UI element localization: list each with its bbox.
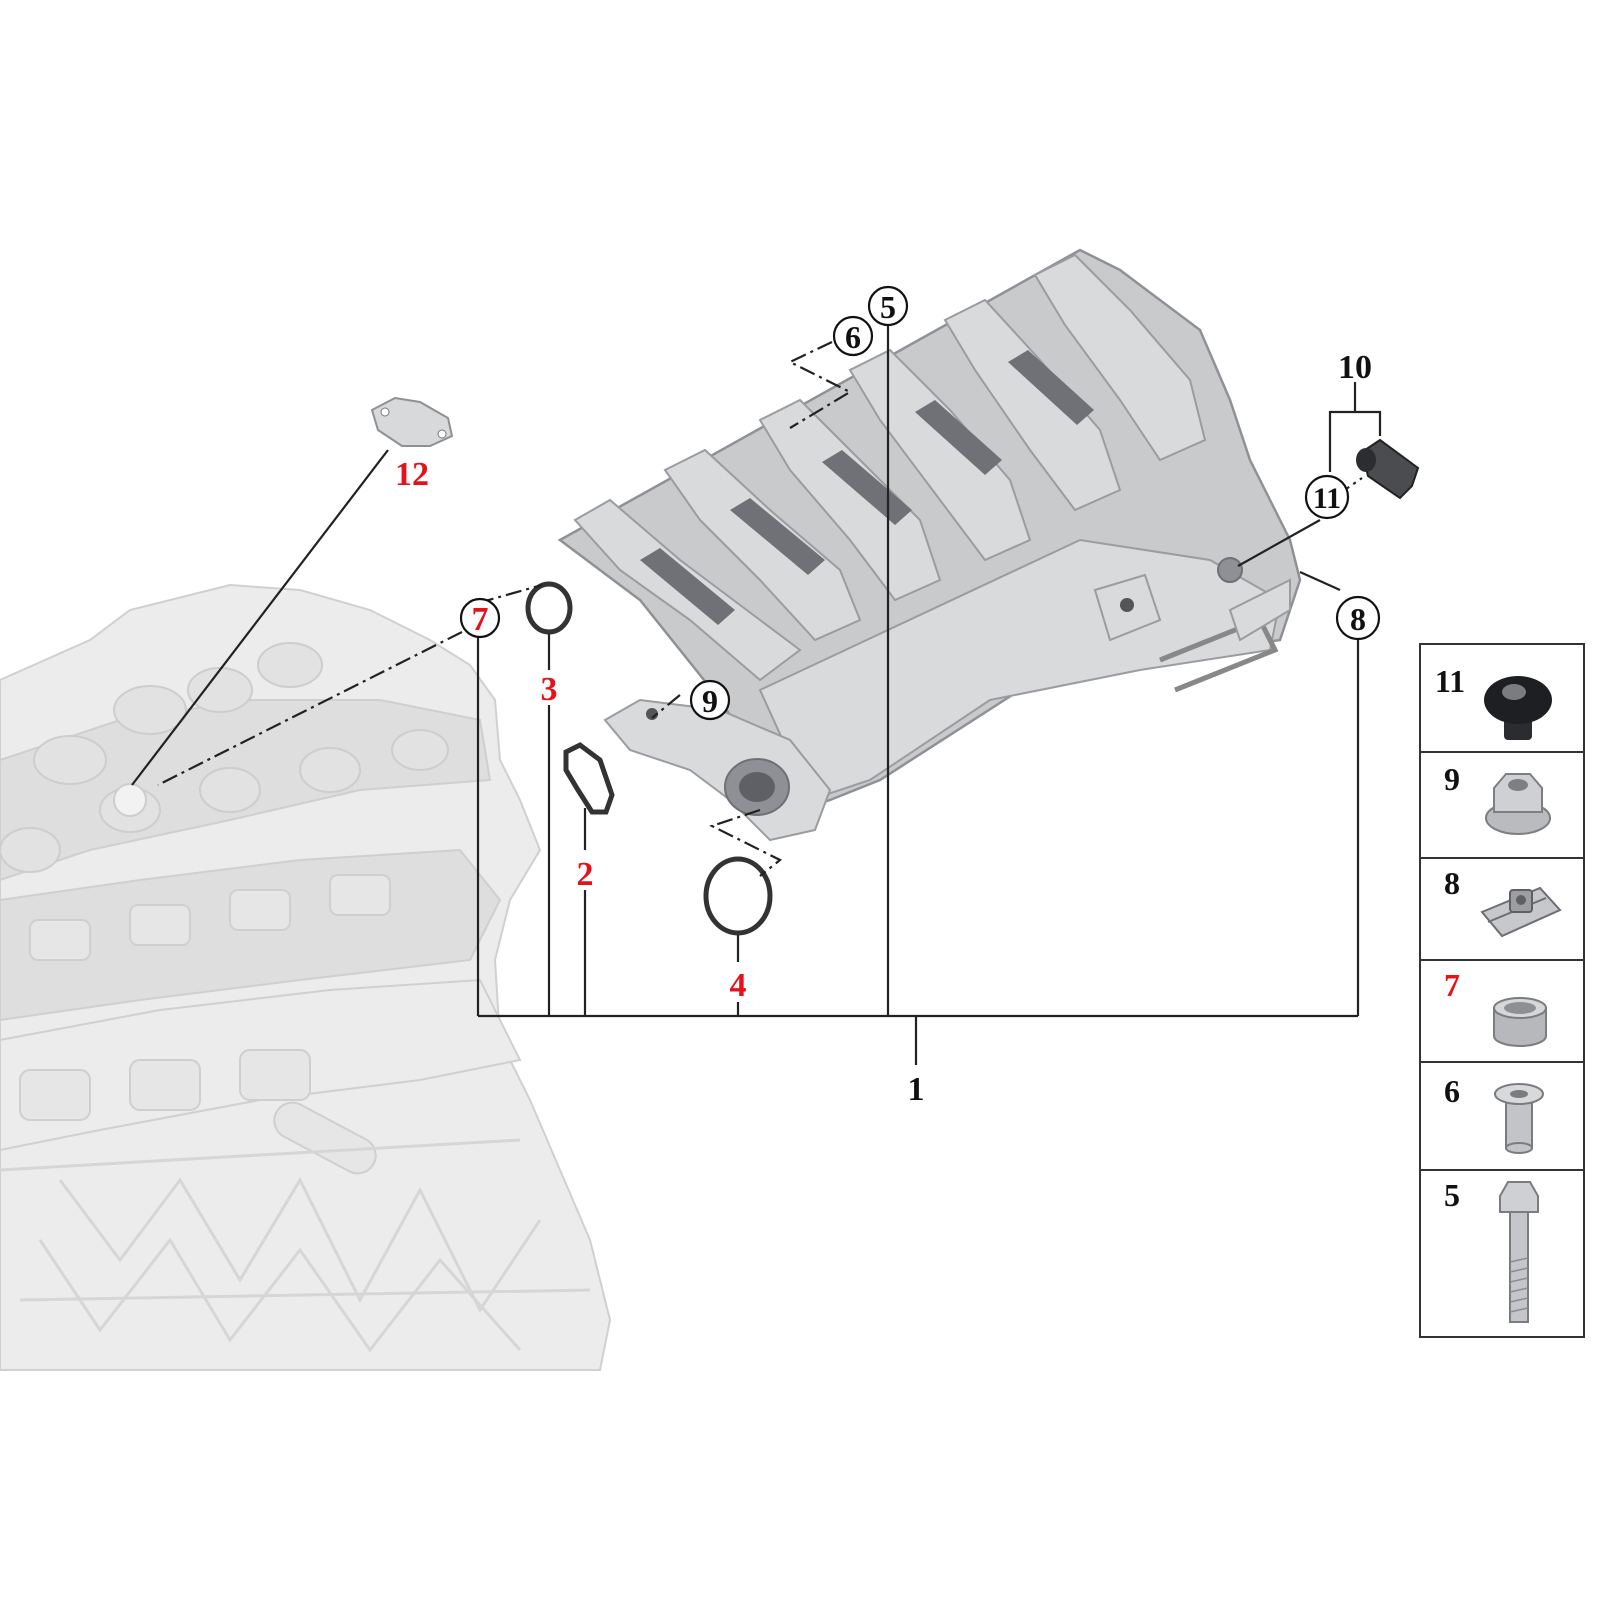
legend-label-6: 6 xyxy=(1444,1073,1460,1109)
callout-4: 4 xyxy=(730,967,747,1004)
callout-11: 11 xyxy=(1313,482,1341,515)
callout-rings xyxy=(459,285,1381,721)
legend-label-8: 8 xyxy=(1444,865,1460,901)
clip-nut-icon xyxy=(1480,886,1562,938)
callout-9: 9 xyxy=(702,683,718,719)
bushing-icon xyxy=(1493,997,1547,1047)
callout-10: 10 xyxy=(1338,349,1372,386)
seal-ring-icon xyxy=(703,856,773,936)
legend-label-11: 11 xyxy=(1435,663,1465,699)
flange-gasket-icon xyxy=(563,742,615,815)
legend-panel: 11 9 8 7 6 xyxy=(1419,643,1585,1338)
flanged-sleeve-icon xyxy=(1494,1083,1544,1154)
legend-label-9: 9 xyxy=(1444,761,1460,797)
blanking-plate-icon xyxy=(370,396,454,447)
sensor-icon xyxy=(1356,438,1420,500)
flange-nut-black-icon xyxy=(1484,676,1552,740)
callout-2: 2 xyxy=(577,856,594,893)
leader-lines xyxy=(131,322,1382,1065)
callout-3: 3 xyxy=(541,671,558,708)
hex-bolt-icon xyxy=(1499,1181,1539,1323)
callout-6: 6 xyxy=(845,319,861,355)
legend-label-5: 5 xyxy=(1444,1177,1460,1213)
callout-1: 1 xyxy=(908,1071,925,1108)
callout-12: 12 xyxy=(395,456,429,493)
legend-label-7: 7 xyxy=(1444,967,1460,1003)
callout-7: 7 xyxy=(472,601,489,638)
hex-collar-nut-icon xyxy=(1485,773,1551,835)
callout-5: 5 xyxy=(880,289,896,325)
intake-manifold xyxy=(557,248,1302,842)
o-ring-icon xyxy=(525,581,573,635)
callout-8: 8 xyxy=(1350,601,1366,637)
engine-block xyxy=(0,583,612,1371)
callout-labels: 1 2 3 4 5 6 7 8 9 10 11 12 xyxy=(395,289,1372,1108)
